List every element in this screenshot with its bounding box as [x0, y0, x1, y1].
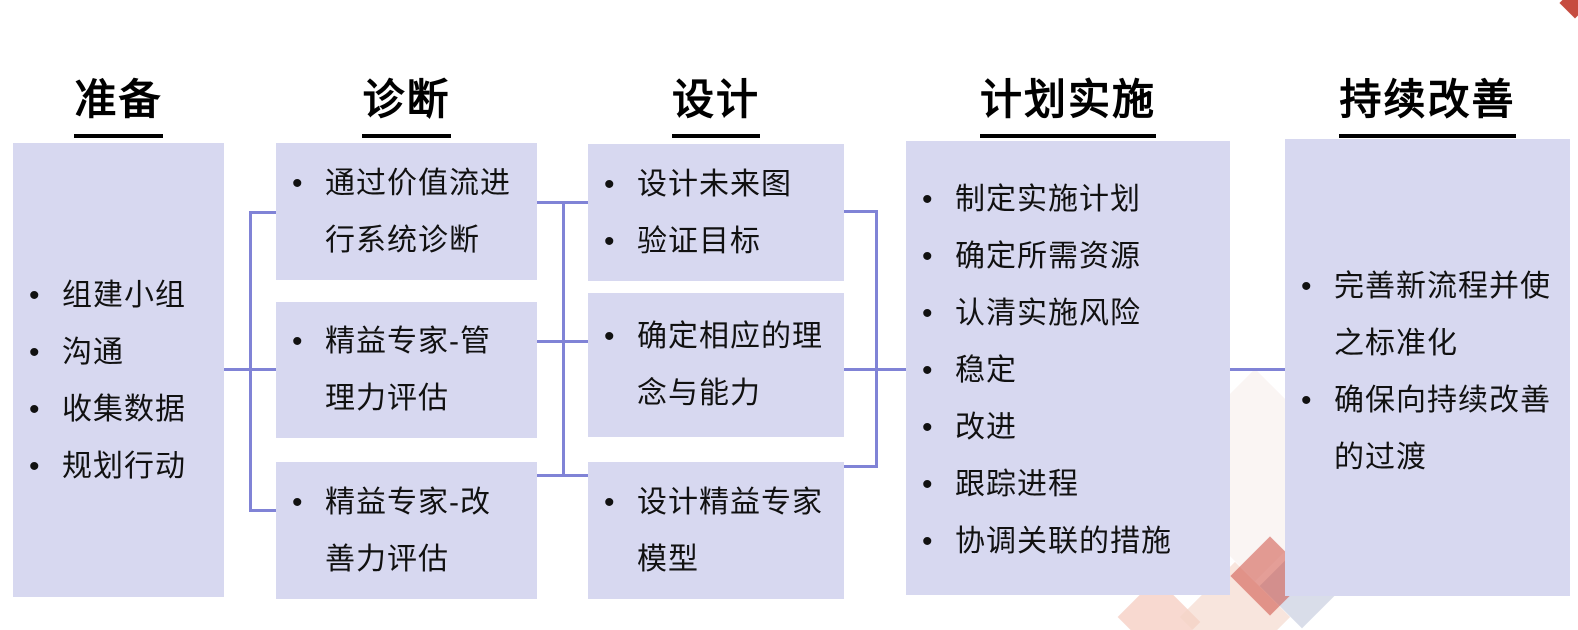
bullet-icon — [292, 313, 325, 370]
bullet-item: 完善新流程并使 之标准化 — [1301, 258, 1560, 372]
design-box-future-map: 设计未来图 验证目标 — [588, 144, 844, 281]
plan-implementation-box: 制定实施计划 确定所需资源 认清实施风险 稳定 改进 跟踪进程 协调关联的措施 — [906, 141, 1230, 595]
bullet-icon — [922, 285, 955, 342]
bullet-icon — [604, 308, 637, 365]
diagnosis-box-value-stream: 通过价值流进 行系统诊断 — [276, 143, 537, 280]
bullet-icon — [29, 381, 62, 438]
bullet-item: 设计精益专家 模型 — [604, 474, 834, 588]
bullet-item: 改进 — [922, 399, 1220, 456]
watermark-corner-mark — [1559, 0, 1578, 19]
column-header-plan-implementation: 计划实施 — [906, 66, 1230, 138]
design-box-concepts-capabilities: 确定相应的理 念与能力 — [588, 293, 844, 437]
diagnosis-box-management-assessment: 精益专家-管 理力评估 — [276, 302, 537, 438]
bullet-icon — [1301, 372, 1334, 429]
bullet-icon — [922, 342, 955, 399]
bullet-icon — [922, 456, 955, 513]
bullet-item: 确定所需资源 — [922, 228, 1220, 285]
bullet-item: 沟通 — [29, 324, 214, 381]
bullet-icon — [922, 399, 955, 456]
column-header-continuous-improvement: 持续改善 — [1285, 66, 1570, 138]
bullet-item: 设计未来图 — [604, 156, 834, 213]
connector-line — [844, 210, 875, 213]
bullet-icon — [922, 513, 955, 570]
bullet-icon — [922, 228, 955, 285]
bullet-item: 组建小组 — [29, 267, 214, 324]
diagnosis-box-improvement-assessment: 精益专家-改 善力评估 — [276, 462, 537, 599]
connector-line — [224, 368, 277, 371]
bullet-item: 精益专家-改 善力评估 — [292, 474, 527, 588]
bullet-item: 精益专家-管 理力评估 — [292, 313, 527, 427]
connector-line — [252, 509, 277, 512]
bullet-icon — [922, 171, 955, 228]
connector-line — [844, 465, 875, 468]
connector-line — [875, 210, 878, 468]
bullet-icon — [29, 438, 62, 495]
connector-line — [562, 201, 565, 477]
connector-line — [537, 474, 588, 477]
bullet-item: 确保向持续改善 的过渡 — [1301, 372, 1560, 486]
bullet-icon — [1301, 258, 1334, 315]
bullet-icon — [604, 213, 637, 270]
bullet-item: 认清实施风险 — [922, 285, 1220, 342]
connector-line — [249, 211, 252, 512]
column-header-diagnosis: 诊断 — [276, 66, 537, 138]
bullet-item: 收集数据 — [29, 381, 214, 438]
connector-line — [844, 368, 906, 371]
bullet-item: 跟踪进程 — [922, 456, 1220, 513]
continuous-improvement-box: 完善新流程并使 之标准化 确保向持续改善 的过渡 — [1285, 139, 1570, 596]
bullet-item: 稳定 — [922, 342, 1220, 399]
connector-line — [537, 340, 588, 343]
connector-line — [537, 201, 588, 204]
bullet-item: 验证目标 — [604, 213, 834, 270]
bullet-icon — [292, 155, 325, 212]
bullet-icon — [604, 474, 637, 531]
design-box-lean-expert-model: 设计精益专家 模型 — [588, 462, 844, 599]
column-header-design: 设计 — [588, 66, 844, 138]
bullet-icon — [292, 474, 325, 531]
bullet-icon — [29, 267, 62, 324]
column-header-preparation: 准备 — [13, 66, 224, 138]
bullet-item: 协调关联的措施 — [922, 513, 1220, 570]
bullet-item: 通过价值流进 行系统诊断 — [292, 155, 527, 269]
preparation-box: 组建小组 沟通 收集数据 规划行动 — [13, 143, 224, 597]
bullet-icon — [604, 156, 637, 213]
connector-line — [252, 211, 277, 214]
bullet-item: 制定实施计划 — [922, 171, 1220, 228]
connector-line — [1230, 368, 1285, 371]
bullet-item: 规划行动 — [29, 438, 214, 495]
bullet-item: 确定相应的理 念与能力 — [604, 308, 834, 422]
bullet-icon — [29, 324, 62, 381]
